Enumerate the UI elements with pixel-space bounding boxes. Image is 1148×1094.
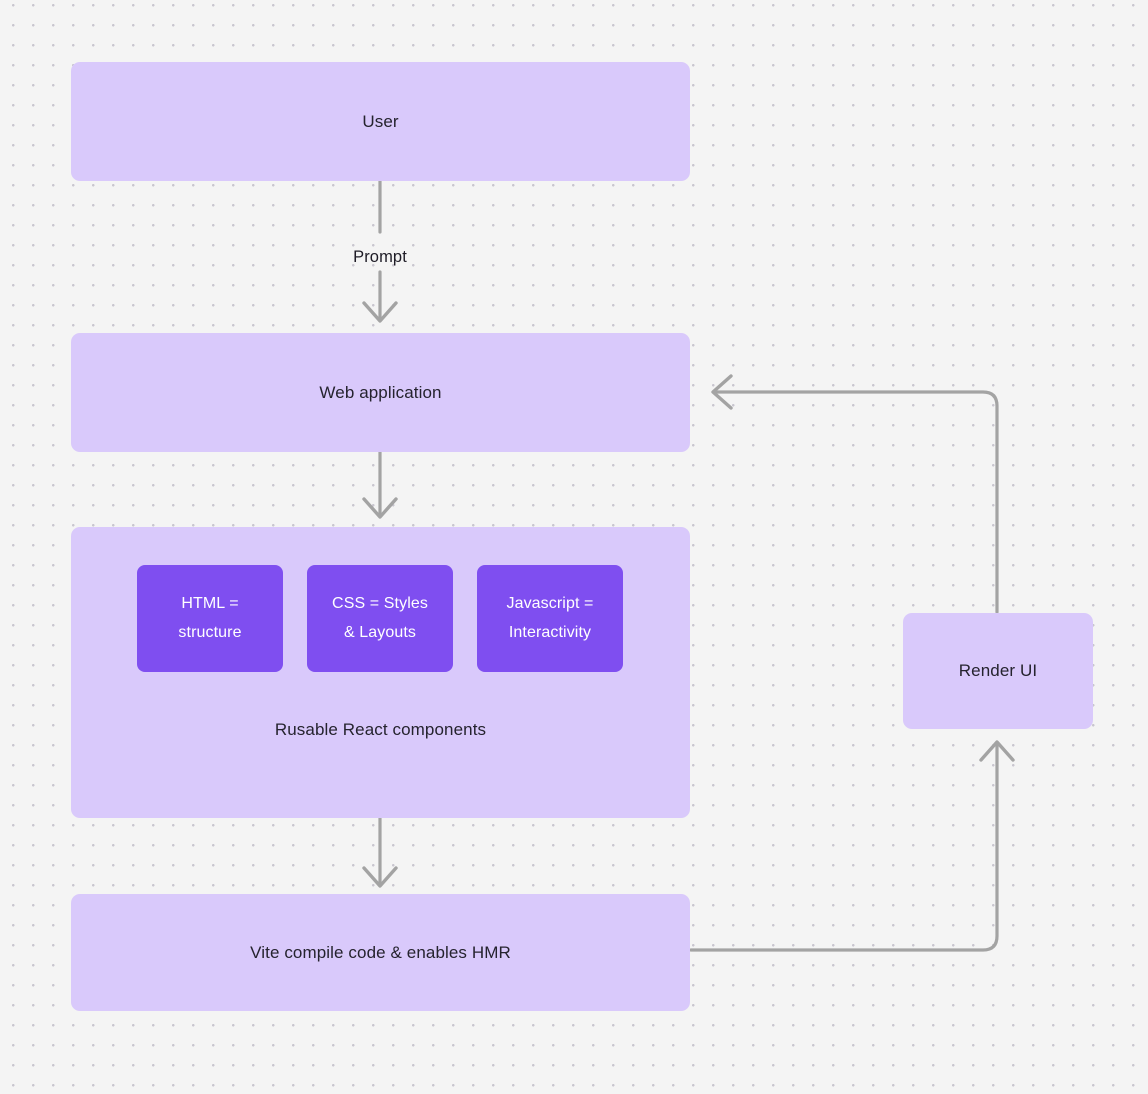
node-javascript-label: Javascript = Interactivity (506, 590, 593, 647)
edge-web-application-to-react-components (362, 450, 398, 519)
node-user[interactable]: User (71, 62, 690, 181)
node-javascript[interactable]: Javascript = Interactivity (477, 565, 623, 672)
node-render-ui-label: Render UI (958, 661, 1038, 680)
node-user-label: User (362, 111, 399, 131)
node-web-application[interactable]: Web application (71, 333, 690, 452)
edge-label-prompt: Prompt (330, 244, 430, 270)
node-react-components-label-text: Rusable React components (274, 720, 487, 739)
node-html-line-2: structure (178, 623, 242, 641)
node-css[interactable]: CSS = Styles & Layouts (307, 565, 453, 672)
node-vite[interactable]: Vite compile code & enables HMR (71, 894, 690, 1011)
node-html-label: HTML = structure (178, 590, 241, 647)
edge-vite-to-render-ui (689, 740, 1015, 952)
node-css-line-2: & Layouts (343, 623, 417, 641)
node-html[interactable]: HTML = structure (137, 565, 283, 672)
node-vite-label: Vite compile code & enables HMR (250, 942, 511, 962)
node-render-ui[interactable]: Render UI (903, 613, 1093, 729)
node-javascript-line-2: Interactivity (508, 623, 592, 641)
node-javascript-line-1: Javascript = (506, 595, 594, 613)
node-css-line-1: CSS = Styles (332, 595, 428, 613)
edge-render-ui-to-web-application (711, 374, 999, 614)
node-web-application-label: Web application (319, 382, 442, 402)
node-html-line-1: HTML = (181, 595, 239, 613)
edge-react-components-to-vite (362, 816, 398, 888)
node-css-label: CSS = Styles & Layouts (332, 590, 428, 647)
edge-label-prompt-text: Prompt (353, 247, 407, 266)
node-react-components-label: Rusable React components (71, 716, 690, 744)
